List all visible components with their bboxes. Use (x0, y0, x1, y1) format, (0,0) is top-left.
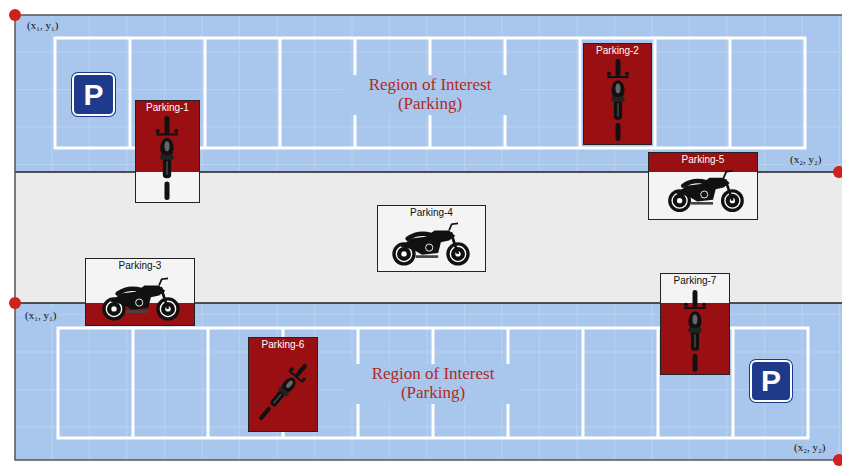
region-title: Region of Interest (Parking) (342, 75, 518, 114)
parking-label: Parking-2 (584, 44, 651, 57)
parking-box: Parking-4 (377, 205, 486, 272)
parking-label: Parking-7 (661, 274, 729, 287)
parking-label: Parking-1 (136, 101, 199, 114)
parking-box: Parking-5 (648, 152, 758, 220)
parking-box: Parking-2 (583, 43, 652, 145)
region-title: Region of Interest (Parking) (345, 364, 521, 403)
sign-letter: P (74, 75, 113, 114)
corner-coordinate: (x₂, y₂) (787, 152, 825, 166)
parking-label: Parking-4 (378, 206, 485, 219)
parking-label: Parking-3 (86, 259, 194, 272)
corner-coordinate: (x₁, y₁) (22, 308, 60, 322)
parking-box: Parking-6 (248, 337, 318, 432)
corner-coordinate: (x₁, y₁) (24, 18, 62, 32)
parking-sign: P (72, 73, 115, 116)
parking-box: Parking-1 (135, 100, 200, 203)
parking-box: Parking-3 (85, 258, 195, 326)
parking-label: Parking-5 (649, 153, 757, 166)
parking-box: Parking-7 (660, 273, 730, 375)
corner-coordinate: (x₂, y₂) (791, 440, 829, 454)
parking-sign: P (750, 360, 792, 402)
sign-letter: P (752, 362, 790, 400)
parking-label: Parking-6 (249, 338, 317, 351)
